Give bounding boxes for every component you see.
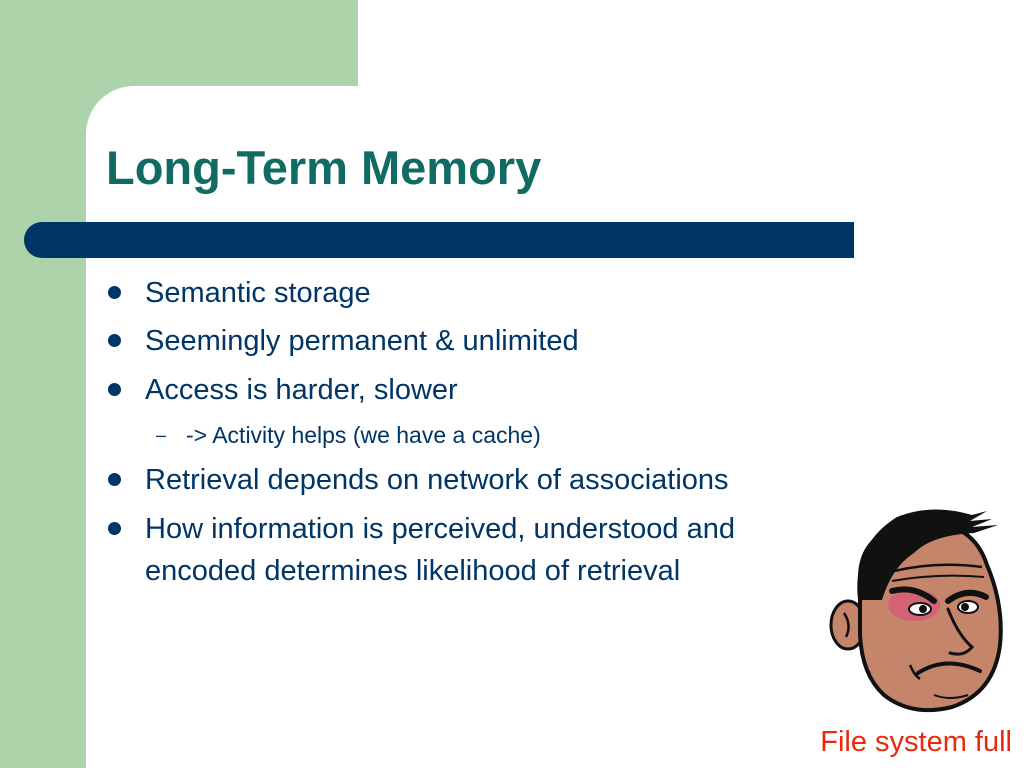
bullet-text: How information is perceived, understood… (145, 513, 735, 587)
bullet-item: How information is perceived, understood… (108, 508, 848, 592)
slide-title: Long-Term Memory (106, 141, 542, 194)
title-underline-bar (24, 222, 854, 258)
sub-bullet-item: – -> Activity helps (we have a cache) (156, 419, 756, 451)
bullet-dot-icon (108, 383, 121, 396)
bullet-item: Access is harder, slower (108, 369, 868, 411)
bullet-dot-icon (108, 522, 121, 535)
bullet-item: Retrieval depends on network of associat… (108, 459, 868, 501)
bullet-text: Retrieval depends on network of associat… (145, 464, 729, 496)
bullet-item: Semantic storage (108, 272, 868, 314)
angry-man-cartoon-icon (829, 509, 1003, 713)
bullet-text: Semantic storage (145, 277, 371, 309)
sub-bullet-text: -> Activity helps (we have a cache) (186, 422, 541, 448)
bullet-item: Seemingly permanent & unlimited (108, 320, 868, 362)
bullet-text: Access is harder, slower (145, 374, 458, 406)
bullet-dot-icon (108, 286, 121, 299)
image-caption: File system full (820, 726, 1012, 758)
bullet-text: Seemingly permanent & unlimited (145, 325, 579, 357)
bullet-dot-icon (108, 473, 121, 486)
dash-icon: – (156, 425, 167, 445)
bullet-dot-icon (108, 334, 121, 347)
